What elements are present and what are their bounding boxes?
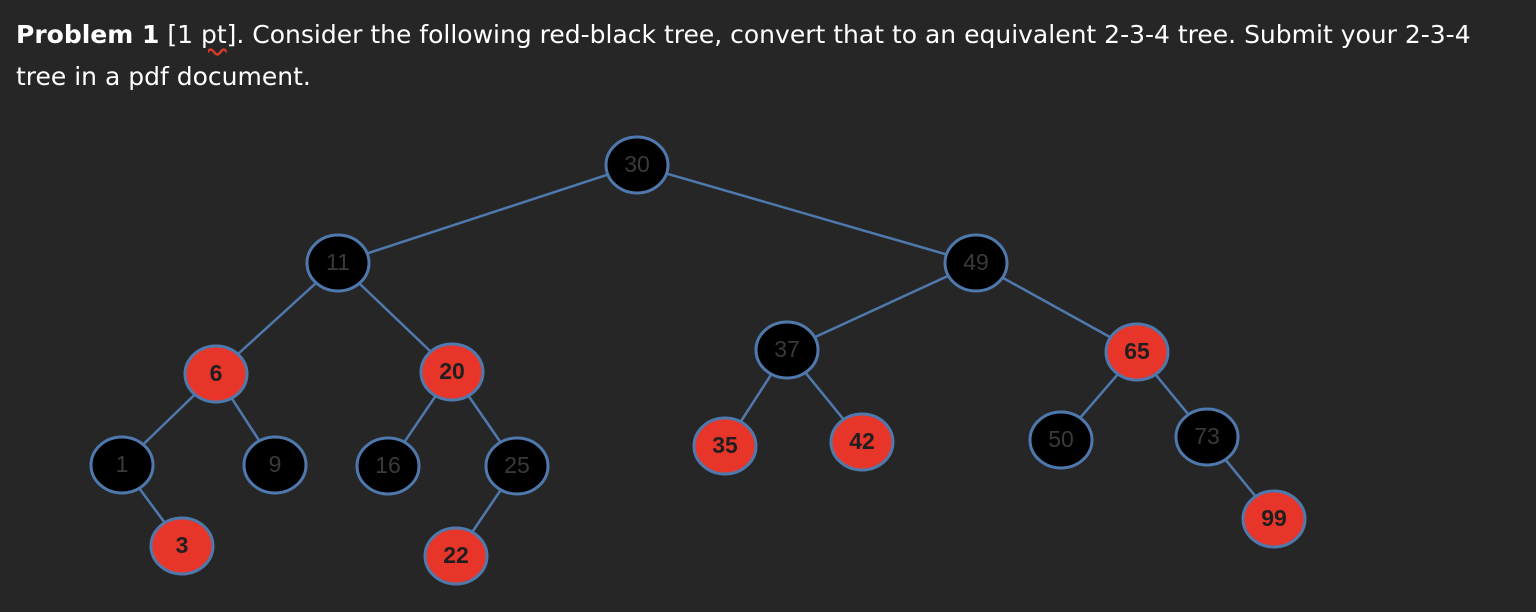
node-circle-25 [484,436,550,496]
node-circle-30 [604,135,670,195]
node-circle-20 [419,342,485,402]
node-circle-37 [754,320,820,380]
node-key-37: 37 [774,336,800,362]
node-key-1: 1 [116,451,129,477]
tree-edges [138,172,1257,533]
tree-edge-20-25 [467,395,502,443]
node-circle-11 [305,233,371,293]
node-circle-50 [1028,410,1094,470]
tree-edge-37-42 [804,371,845,421]
tree-node-1: 1 [89,435,155,495]
node-key-20: 20 [439,358,465,384]
tree-edge-6-9 [230,397,261,442]
tree-nodes: 30 11 49 6 20 37 65 1 9 16 25 35 42 50 73 3 22 99 [89,135,1307,586]
node-key-42: 42 [849,428,875,454]
node-circle-73 [1174,407,1240,467]
problem-label: Problem 1 [16,20,160,49]
node-circle-35 [692,416,758,476]
node-key-30: 30 [624,151,650,177]
tree-edge-49-37 [814,274,949,339]
node-circle-49 [943,233,1009,293]
tree-node-22: 22 [423,526,489,586]
tree-node-6: 6 [183,344,249,404]
node-circle-65 [1104,322,1170,382]
node-key-99: 99 [1261,505,1287,531]
tree-edge-65-73 [1154,373,1190,416]
points-word: pt [200,20,227,49]
node-key-25: 25 [504,452,530,478]
node-key-50: 50 [1048,426,1074,452]
tree-node-16: 16 [355,436,421,496]
tree-edge-73-99 [1224,458,1257,498]
node-key-73: 73 [1194,423,1220,449]
tree-edge-30-49 [666,172,947,256]
tree-edge-49-65 [1001,276,1112,339]
points-open: [1 [159,20,201,49]
tree-edge-11-6 [236,281,318,356]
problem-text: Consider the following red-black tree, c… [16,20,1471,91]
tree-edge-25-22 [471,489,502,533]
node-circle-16 [355,436,421,496]
node-key-3: 3 [176,532,189,558]
node-key-35: 35 [712,432,738,458]
tree-edge-11-20 [358,282,432,353]
tree-node-20: 20 [419,342,485,402]
tree-node-30: 30 [604,135,670,195]
tree-node-37: 37 [754,320,820,380]
tree-node-73: 73 [1174,407,1240,467]
tree-node-49: 49 [943,233,1009,293]
node-circle-3 [149,516,215,576]
tree-node-99: 99 [1241,489,1307,549]
tree-node-25: 25 [484,436,550,496]
tree-node-35: 35 [692,416,758,476]
node-key-9: 9 [269,451,282,477]
node-key-6: 6 [210,360,223,386]
problem-statement: Problem 1 [1 pt]. Consider the following… [16,14,1516,98]
tree-node-11: 11 [305,233,371,293]
node-key-65: 65 [1124,338,1150,364]
node-key-49: 49 [963,249,989,275]
tree-node-65: 65 [1104,322,1170,382]
node-circle-99 [1241,489,1307,549]
tree-node-50: 50 [1028,410,1094,470]
tree-edge-30-11 [366,173,609,255]
tree-node-42: 42 [829,412,895,472]
tree-node-9: 9 [242,435,308,495]
tree-edge-1-3 [138,487,166,524]
tree-edge-65-50 [1079,373,1119,419]
node-circle-1 [89,435,155,495]
tree-edge-37-35 [739,373,773,423]
node-circle-22 [423,526,489,586]
tree-edge-20-16 [403,395,437,443]
tree-edge-6-1 [142,393,196,446]
node-circle-9 [242,435,308,495]
node-key-11: 11 [326,249,350,275]
node-circle-6 [183,344,249,404]
tree-node-3: 3 [149,516,215,576]
node-key-16: 16 [375,452,401,478]
node-circle-42 [829,412,895,472]
node-key-22: 22 [443,542,469,568]
points-close: ]. [226,20,245,49]
